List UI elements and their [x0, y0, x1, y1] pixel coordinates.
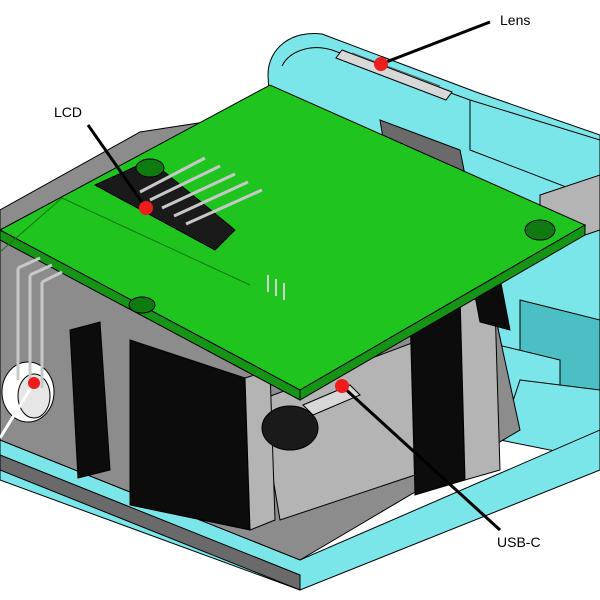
mounting-hole-icon: [524, 219, 556, 241]
callout-markers: [28, 57, 388, 393]
mounting-holes: [128, 158, 556, 314]
callout-label-lens: Lens: [500, 12, 531, 28]
callout-label-usb-c: USB-C: [497, 534, 541, 550]
lens-slot: [335, 49, 453, 101]
red-dot-icon: [335, 379, 349, 393]
mounting-hole-icon: [135, 158, 165, 178]
mounting-hole-icon: [128, 296, 156, 314]
header-pins: [16, 256, 285, 388]
red-dot-icon: [374, 57, 388, 71]
usb-c-port: [302, 384, 361, 416]
red-dot-icon: [28, 377, 40, 389]
red-dot-icon: [139, 201, 153, 215]
callout-label-lcd: LCD: [54, 104, 83, 120]
callout-lines: [0, 20, 502, 532]
